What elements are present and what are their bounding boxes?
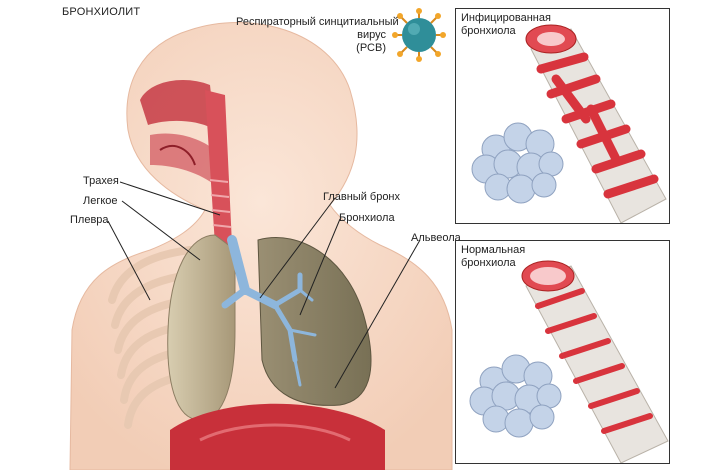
- label-pleura: Плевра: [70, 214, 109, 226]
- infected-bronchiole-panel: Инфицированная бронхиола: [455, 8, 670, 224]
- label-trachea: Трахея: [83, 175, 119, 187]
- label-lung: Легкое: [83, 195, 118, 207]
- label-main-bronchus: Главный бронх: [323, 191, 401, 203]
- diaphragm: [170, 403, 385, 470]
- normal-panel-label: Нормальная бронхиола: [461, 244, 525, 270]
- virus-label-line3: (РСВ): [356, 42, 386, 54]
- body-illustration: [69, 22, 453, 470]
- infected-bronchiole-illustration: [471, 24, 667, 223]
- virus-label-line1: Респираторный синцитиальный: [236, 16, 399, 28]
- infected-label-line2: бронхиола: [461, 25, 516, 37]
- infected-label-line1: Инфицированная: [461, 12, 551, 24]
- normal-label-line1: Нормальная: [461, 244, 526, 256]
- virus-label-line2: вирус: [357, 29, 386, 41]
- normal-bronchiole-panel: Нормальная бронхиола: [455, 240, 670, 464]
- infected-panel-label: Инфицированная бронхиола: [461, 12, 551, 38]
- trachea: [205, 90, 232, 245]
- nasal-cavity: [140, 80, 215, 130]
- left-lung: [167, 234, 236, 421]
- label-bronchiole: Бронхиола: [339, 212, 395, 224]
- right-lung: [257, 237, 372, 406]
- normal-bronchiole-illustration: [469, 260, 669, 463]
- normal-label-line2: бронхиола: [461, 257, 516, 269]
- bronchial-tree: [221, 235, 317, 387]
- diagram-title: БРОНХИОЛИТ: [62, 6, 141, 18]
- label-alveolus: Альвеола: [411, 232, 461, 244]
- virus-icon: [392, 8, 446, 62]
- virus-label: Респираторный синцитиальный вирус (РСВ): [236, 16, 399, 55]
